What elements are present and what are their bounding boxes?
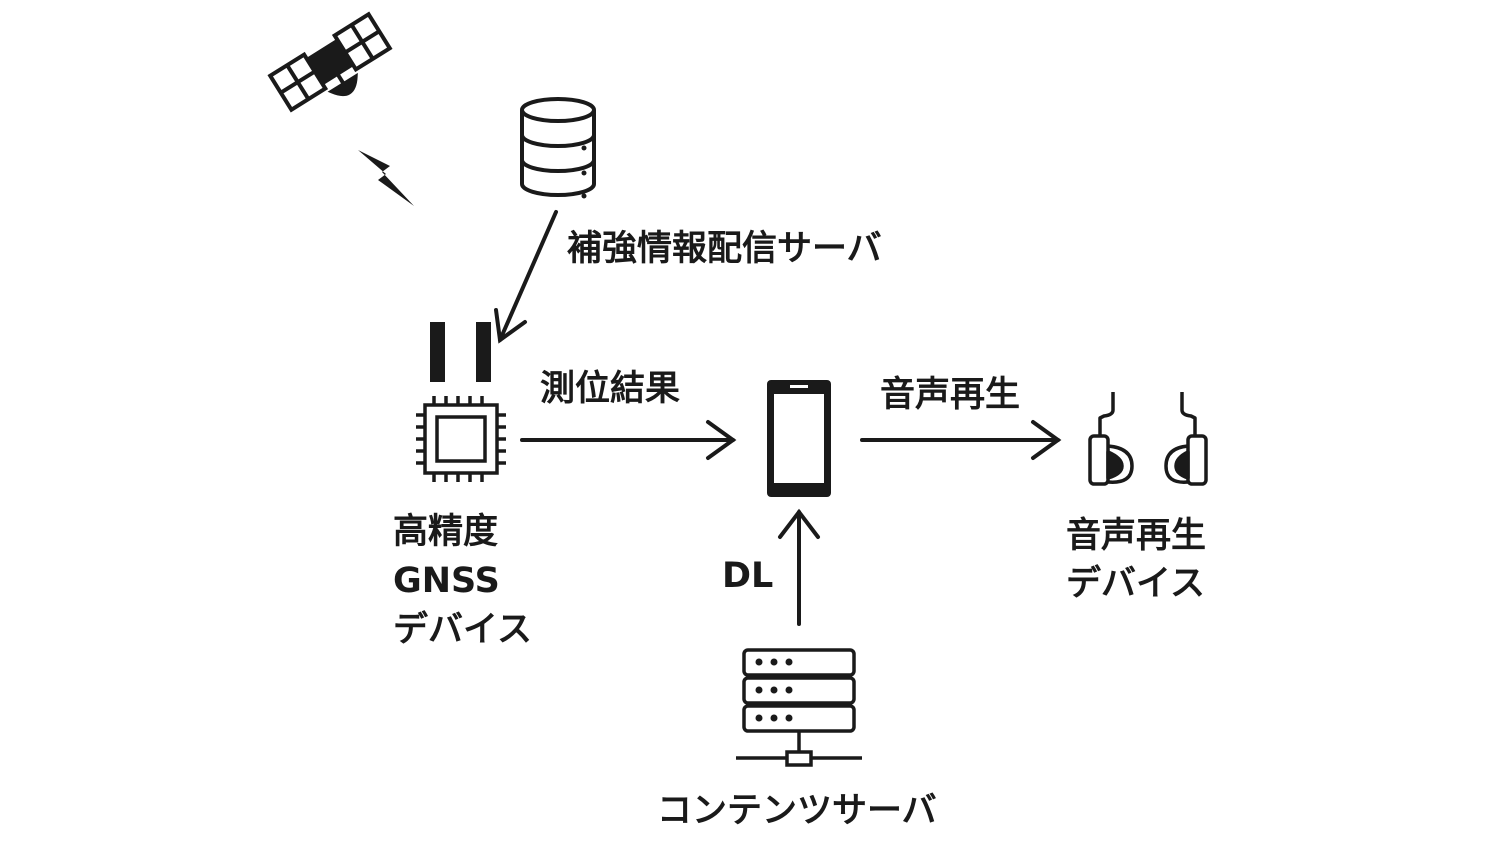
audio-device-label-line-2: デバイス — [1066, 564, 1205, 604]
arrow-server-to-gnss — [494, 210, 558, 344]
gnss-device-label-line-2: GNSS — [393, 561, 500, 601]
augmentation-server-label: 補強情報配信サーバ — [567, 229, 882, 269]
gnss-device-label-line-3: デバイス — [393, 610, 532, 650]
positioning-result-label: 測位結果 — [540, 369, 681, 409]
server-rack-icon — [736, 648, 862, 767]
gnss-device-label-line-1: 高精度 — [393, 512, 499, 552]
audio-device-label-line-1: 音声再生 — [1066, 516, 1207, 556]
arrow-phone-to-earbuds — [860, 420, 1062, 460]
dl-label: DL — [722, 556, 774, 596]
gnss-chip-icon — [416, 322, 506, 482]
smartphone-icon — [767, 380, 831, 497]
lightning-bolt-icon — [358, 150, 414, 206]
arrow-server-to-phone — [778, 508, 820, 626]
satellite-icon — [267, 11, 393, 113]
earbuds-icon — [1088, 392, 1208, 486]
database-icon — [520, 97, 596, 199]
arrow-gnss-to-phone — [520, 420, 737, 460]
content-server-label: コンテンツサーバ — [657, 791, 937, 831]
audio-playback-label: 音声再生 — [880, 375, 1021, 415]
audio-device-label: 音声再生 デバイス — [1066, 512, 1206, 608]
gnss-device-label: 高精度 GNSS デバイス — [393, 508, 532, 655]
